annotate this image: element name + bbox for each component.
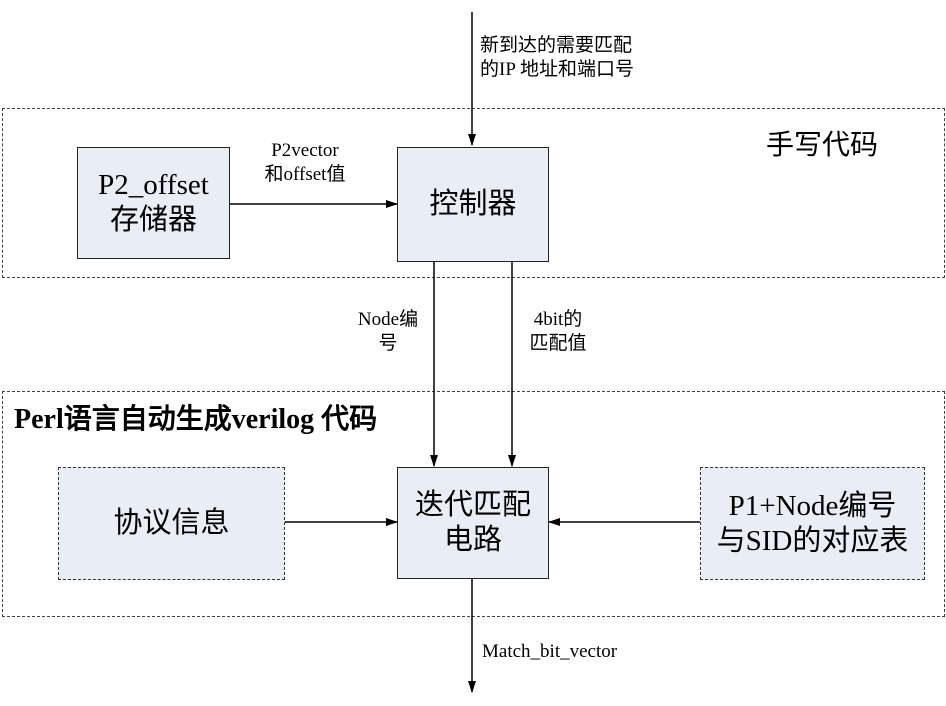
controller-box: 控制器	[397, 147, 549, 262]
match-value-line1: 4bit的	[533, 309, 583, 330]
iterative-line1: 迭代匹配	[414, 489, 531, 522]
input-label-line1: 新到达的需要匹配	[480, 35, 633, 56]
input-label: 新到达的需要匹配 的IP 地址和端口号	[480, 34, 634, 82]
p2-offset-line2: 存储器	[109, 204, 197, 236]
p2-offset-line1: P2_offset	[98, 169, 209, 202]
match-value-label: 4bit的 匹配值	[518, 308, 598, 356]
protocol-info-box: 协议信息	[58, 467, 285, 580]
controller-label: 控制器	[429, 188, 517, 221]
node-number-line1: Node编	[357, 309, 419, 330]
p2-to-controller-label: P2vector 和offset值	[240, 139, 370, 187]
perl-generated-title: Perl语言自动生成verilog 代码	[14, 404, 378, 435]
p1-table-line2: 与SID的对应表	[716, 524, 909, 557]
input-label-line2: 的IP 地址和端口号	[480, 58, 634, 80]
iterative-line2: 电路	[443, 524, 502, 556]
node-number-label: Node编 号	[348, 308, 428, 356]
p2-to-controller-line2: 和offset值	[264, 163, 346, 185]
protocol-info-label: 协议信息	[113, 507, 230, 540]
output-label: Match_bit_vector	[482, 641, 618, 662]
node-number-line2: 号	[378, 332, 398, 354]
p2-to-controller-line1: P2vector	[271, 140, 339, 161]
match-value-line2: 匹配值	[529, 332, 587, 354]
handwritten-code-region	[2, 108, 945, 278]
perl-generated-region	[2, 391, 945, 617]
p1-node-sid-table-box: P1+Node编号 与SID的对应表	[700, 467, 925, 580]
handwritten-code-title: 手写代码	[766, 130, 879, 161]
iterative-match-circuit-box: 迭代匹配 电路	[397, 467, 549, 579]
p2-offset-storage-box: P2_offset 存储器	[77, 147, 230, 259]
p1-table-line1: P1+Node编号	[728, 489, 897, 522]
